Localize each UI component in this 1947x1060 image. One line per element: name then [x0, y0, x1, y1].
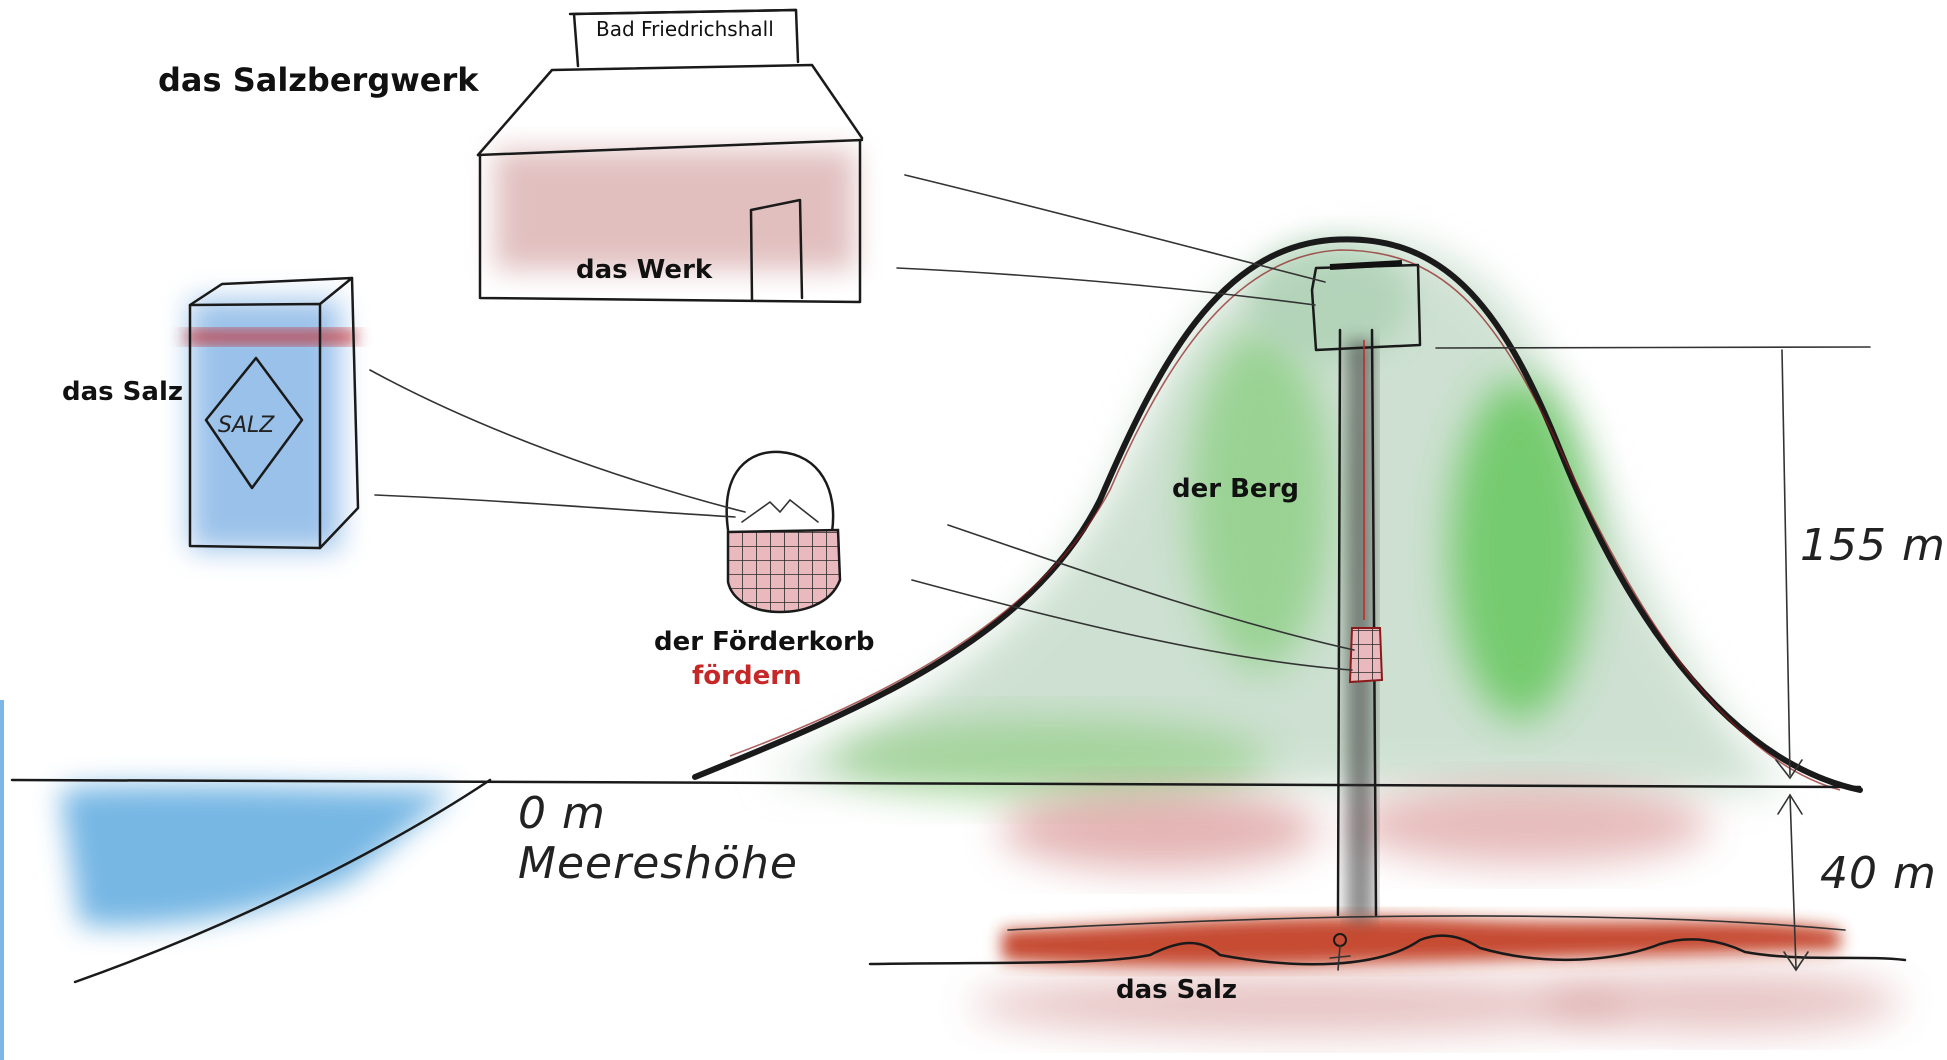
- depth-value: 40 m: [1820, 848, 1937, 899]
- label-berg: der Berg: [1172, 474, 1299, 504]
- sign-text: Bad Friedrichshall: [596, 17, 774, 41]
- mountain-green-foot: [830, 720, 1270, 800]
- package-stripe: [186, 330, 356, 344]
- label-foerderkorb: der Förderkorb: [654, 627, 874, 657]
- height-arrow-line: [1782, 350, 1790, 775]
- label-salz-package: das Salz: [62, 377, 183, 407]
- sea-level-label: Meereshöhe: [518, 838, 798, 889]
- diagram-title: das Salzbergwerk: [158, 61, 479, 99]
- mountain: der Berg: [695, 239, 1860, 800]
- left-edge-strip: [0, 700, 4, 1060]
- basket-salt-pile: [742, 500, 818, 522]
- conveyor-basket: der Förderkorb fördern: [654, 452, 874, 691]
- sign-top: [570, 10, 796, 14]
- basket-body: [728, 530, 840, 612]
- shaft-basket: [1350, 628, 1382, 682]
- ground-red-left: [1000, 790, 1320, 870]
- sea-level-note: 0 m Meereshöhe: [518, 788, 798, 889]
- sea-water: [60, 786, 455, 927]
- ground-red-bottom-right: [1540, 972, 1900, 1032]
- sea-level-value: 0 m: [518, 788, 606, 839]
- ground-red-bottom-left: [970, 975, 1630, 1035]
- label-salz-layer: das Salz: [1116, 975, 1237, 1005]
- sea: [0, 700, 490, 1060]
- pointer-salz-1: [370, 370, 745, 512]
- mountain-green-right: [1450, 380, 1590, 720]
- shaft-head-roof: [1330, 263, 1402, 267]
- basket-handle: [727, 452, 833, 532]
- height-value: 155 m: [1800, 520, 1946, 571]
- ground-red-right: [1350, 785, 1710, 865]
- package-text: SALZ: [218, 413, 275, 438]
- salt-package: SALZ das Salz: [62, 278, 358, 550]
- peak-reference-line: [1436, 347, 1870, 348]
- works-building: Bad Friedrichshall das Werk: [478, 10, 862, 302]
- label-foerdern: fördern: [692, 661, 802, 691]
- label-werk: das Werk: [576, 255, 713, 285]
- pointer-salz-2: [375, 495, 735, 517]
- pointer-werk-1: [905, 175, 1325, 282]
